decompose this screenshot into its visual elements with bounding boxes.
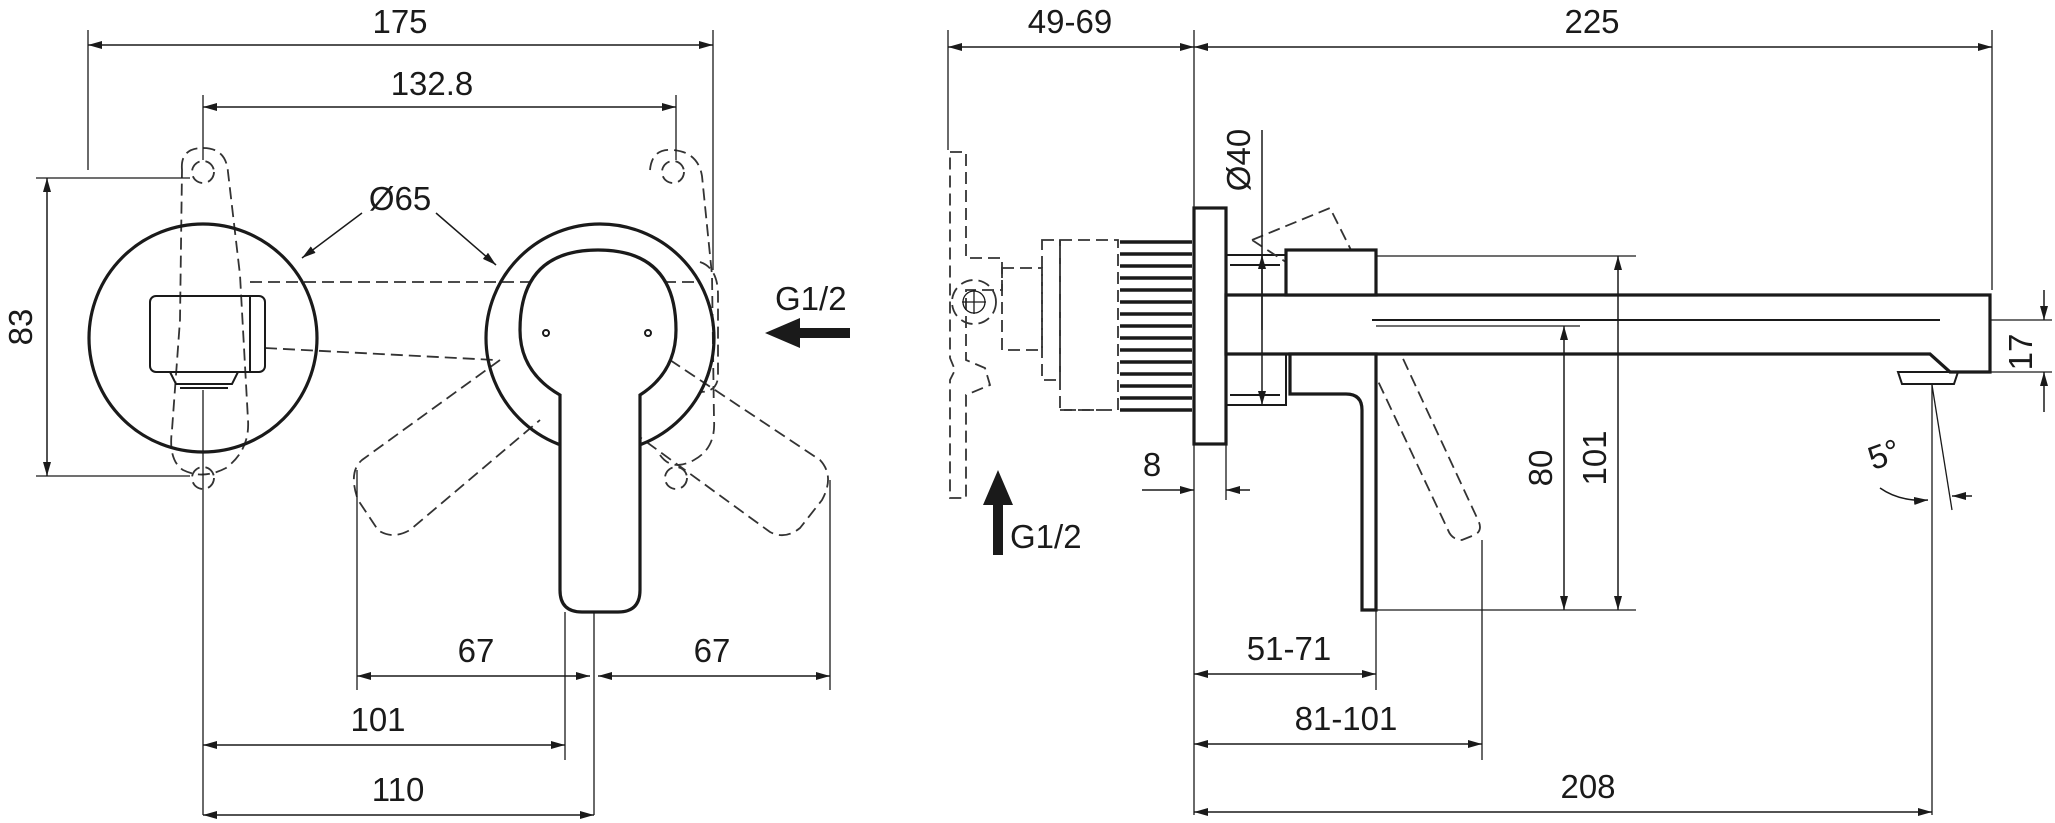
inlet-arrow-side: G1/2 xyxy=(983,470,1082,555)
svg-text:67: 67 xyxy=(458,632,495,669)
inlet-label-side: G1/2 xyxy=(1010,518,1082,555)
dim-81-101: 81-101 xyxy=(1194,540,1483,760)
dim-132-8: 132.8 xyxy=(202,65,677,160)
dim-dia65: Ø65 xyxy=(301,180,497,266)
svg-text:101: 101 xyxy=(1576,430,1613,485)
svg-text:132.8: 132.8 xyxy=(391,65,474,102)
svg-text:8: 8 xyxy=(1143,446,1161,483)
dim-dia40: Ø40 xyxy=(1220,129,1270,406)
dim-101-110: 101 110 xyxy=(202,390,594,819)
svg-text:208: 208 xyxy=(1560,768,1615,805)
front-view: G1/2 175 132.8 Ø65 83 xyxy=(2,3,850,819)
dim-8: 8 xyxy=(1142,444,1250,500)
dim-175: 175 xyxy=(87,3,714,270)
svg-text:110: 110 xyxy=(372,771,425,808)
svg-text:80: 80 xyxy=(1522,450,1559,487)
svg-text:49-69: 49-69 xyxy=(1028,3,1112,40)
svg-text:Ø65: Ø65 xyxy=(369,180,431,217)
inlet-arrow-front: G1/2 xyxy=(765,280,850,348)
svg-text:5°: 5° xyxy=(1863,431,1905,477)
threaded-stub xyxy=(1120,240,1192,412)
svg-text:81-101: 81-101 xyxy=(1295,700,1398,737)
lever-tilt-ghost xyxy=(1250,206,1481,541)
dim-83: 83 xyxy=(2,177,190,477)
svg-text:83: 83 xyxy=(2,309,39,346)
svg-text:Ø40: Ø40 xyxy=(1220,129,1257,191)
dim-208: 208 xyxy=(1194,768,1932,816)
side-lever xyxy=(1284,248,1378,612)
mounting-plate-ghost xyxy=(170,147,719,490)
side-view: G1/2 49-69 225 Ø40 8 xyxy=(947,3,2052,816)
svg-text:51-71: 51-71 xyxy=(1247,630,1331,667)
svg-text:17: 17 xyxy=(2002,334,2039,371)
wall-plate xyxy=(1192,206,1287,446)
dim-225: 225 xyxy=(1194,3,1993,290)
spout xyxy=(1224,293,1992,385)
svg-text:225: 225 xyxy=(1564,3,1619,40)
right-rosette xyxy=(484,222,716,614)
dim-angle-5: 5° xyxy=(1863,384,1972,815)
wall-box-ghost xyxy=(949,151,1119,499)
inlet-label-front: G1/2 xyxy=(775,280,847,317)
svg-text:67: 67 xyxy=(694,632,731,669)
dim-67-pair: 67 67 xyxy=(356,470,831,815)
lever-sweep-ghost xyxy=(352,339,829,537)
dim-49-69: 49-69 xyxy=(947,3,1195,815)
dim-17: 17 xyxy=(1962,290,2052,412)
dim-51-71: 51-71 xyxy=(1194,610,1377,690)
svg-text:175: 175 xyxy=(372,3,427,40)
svg-text:101: 101 xyxy=(350,701,405,738)
dim-80-101: 80 101 xyxy=(1376,255,1636,611)
